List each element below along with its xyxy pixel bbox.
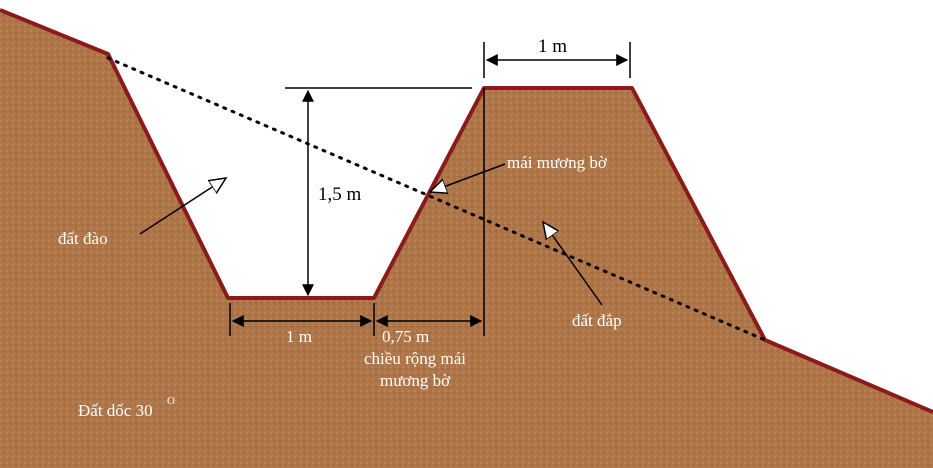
original-slope-dotted-line bbox=[106, 56, 767, 342]
soil-body bbox=[0, 10, 933, 468]
bottom-width-label: 1 m bbox=[286, 327, 312, 346]
slope-width-caption-line-2: mương bờ bbox=[380, 371, 451, 390]
slope-width-caption-line-1: chiều rộng mái bbox=[364, 349, 466, 368]
slope-ground-label: Đất dốc 30 bbox=[78, 401, 153, 420]
bank-slope-arrow bbox=[430, 163, 506, 192]
depth-label: 1,5 m bbox=[318, 184, 362, 205]
filled-soil-arrow bbox=[543, 222, 603, 306]
slope-width-label: 0,75 m bbox=[382, 327, 429, 346]
excavated-soil-label: đất đào bbox=[58, 229, 108, 248]
top-width-label: 1 m bbox=[538, 36, 567, 57]
bank-slope-label: mái mương bờ bbox=[507, 153, 608, 172]
slope-ground-text: Đất dốc 30 bbox=[78, 401, 153, 420]
slope-ground-degree: O bbox=[167, 395, 175, 407]
filled-soil-label: đất đắp bbox=[572, 311, 622, 330]
excavated-soil-arrow bbox=[139, 178, 226, 235]
